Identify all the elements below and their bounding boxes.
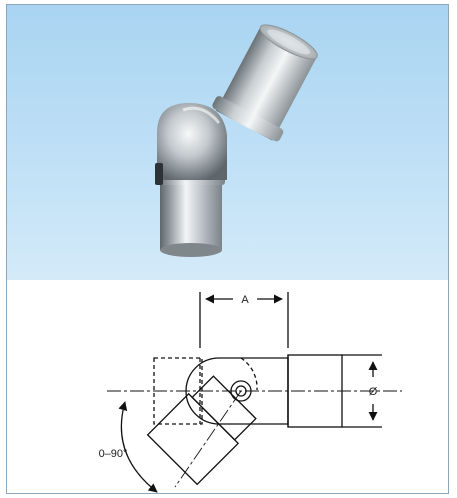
upper-tube (212, 24, 318, 142)
technical-drawing-panel: A Ø 0–90° (7, 280, 448, 493)
angled-tube (146, 375, 257, 486)
knuckle-joint (155, 103, 227, 185)
dimension-diameter (342, 354, 382, 428)
lower-tube (157, 173, 225, 257)
technical-drawing: A Ø 0–90° (99, 292, 402, 493)
angle-range-label: 0–90° (99, 448, 128, 460)
angle-arc (118, 401, 158, 493)
center-lines (107, 390, 402, 488)
product-photo (155, 24, 318, 257)
product-photo-panel (7, 5, 448, 280)
figure-frame: A Ø 0–90° (6, 4, 449, 494)
dimension-a-label: A (241, 294, 249, 306)
dimension-a (199, 292, 289, 348)
dimension-diameter-label: Ø (369, 386, 378, 398)
